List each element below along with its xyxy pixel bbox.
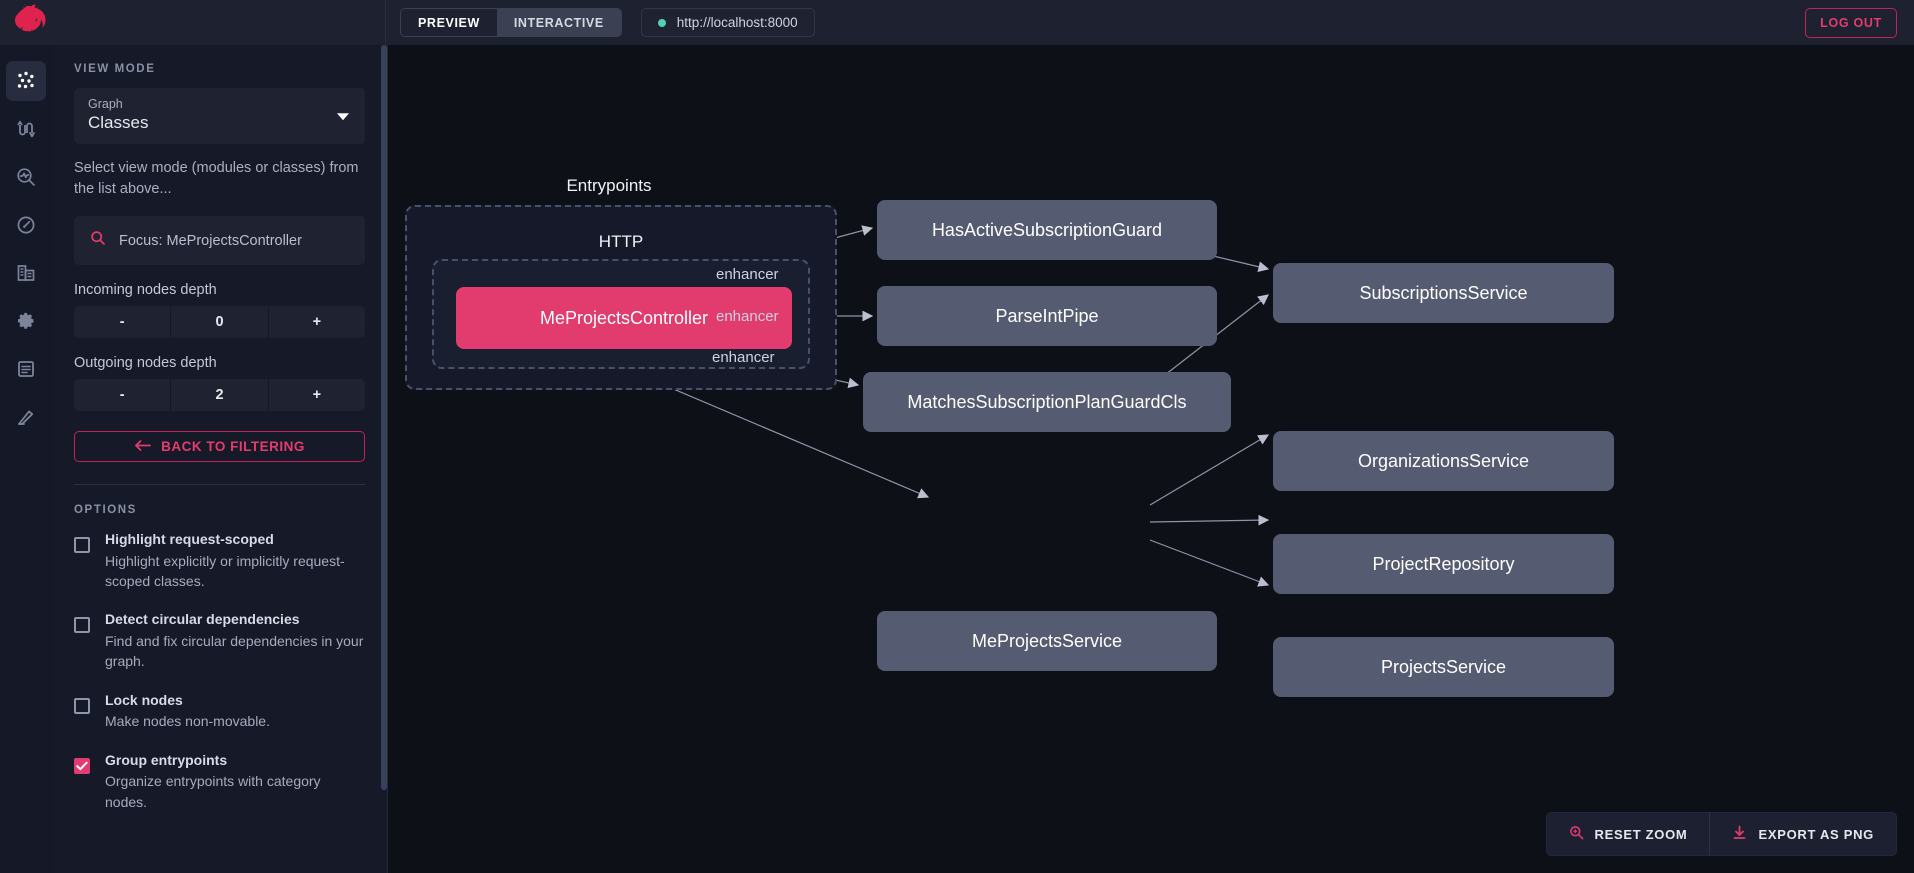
sidebar-item-routes[interactable] xyxy=(6,109,46,149)
panel-right-border xyxy=(387,45,388,873)
canvas-controls: RESET ZOOM EXPORT AS PNG xyxy=(1545,812,1897,856)
left-panel: VIEW MODE Graph Classes Select view mode… xyxy=(52,45,387,873)
chevron-down-icon[interactable] xyxy=(337,113,349,121)
nestjs-logo-icon xyxy=(10,2,50,43)
incoming-depth-label: Incoming nodes depth xyxy=(74,282,217,299)
outgoing-depth-minus[interactable]: - xyxy=(119,387,125,404)
top-bar: PREVIEW INTERACTIVE http://localhost:800… xyxy=(0,0,1914,45)
edge-label-enhancer-1: enhancer xyxy=(716,266,779,283)
zoom-reset-icon xyxy=(1569,825,1584,843)
graph-node-meprojectscontroller[interactable]: MeProjectsController xyxy=(456,287,792,349)
outgoing-depth-label: Outgoing nodes depth xyxy=(74,355,217,372)
icon-rail xyxy=(0,45,52,873)
focus-input[interactable]: Focus: MeProjectsController xyxy=(74,216,365,266)
option-title: Group entrypoints xyxy=(105,751,228,768)
graph-node-projectrepository[interactable]: ProjectRepository xyxy=(1273,534,1614,594)
group-caption-http: HTTP xyxy=(598,232,644,251)
options-heading: OPTIONS xyxy=(74,504,137,517)
option-title: Detect circular dependencies xyxy=(105,611,300,628)
graph-select-value: Classes xyxy=(88,113,149,132)
graph-icon xyxy=(15,70,37,92)
sidebar-item-logs[interactable] xyxy=(6,349,46,389)
focus-value: Focus: MeProjectsController xyxy=(119,232,302,249)
performance-icon xyxy=(15,214,37,236)
checkbox-highlight-request-scoped[interactable] xyxy=(74,537,90,554)
graph-node-parseintpipe[interactable]: ParseIntPipe xyxy=(877,286,1217,346)
back-to-filtering-button[interactable]: BACK TO FILTERING xyxy=(74,431,365,463)
tab-preview[interactable]: PREVIEW xyxy=(401,9,497,36)
checkbox-detect-circular-dependencies[interactable] xyxy=(74,617,90,634)
graph-node-projectsservice[interactable]: ProjectsService xyxy=(1273,637,1614,697)
logs-icon xyxy=(15,358,37,380)
url-text: http://localhost:8000 xyxy=(676,15,798,30)
incoming-depth-plus[interactable]: + xyxy=(267,306,365,339)
panel-divider xyxy=(74,484,365,486)
gear-icon xyxy=(15,310,37,332)
incoming-depth-minus[interactable]: - xyxy=(119,314,125,331)
edge-label-enhancer-3: enhancer xyxy=(712,349,775,366)
sidebar-item-graph[interactable] xyxy=(6,61,46,101)
sidebar-item-performance[interactable] xyxy=(6,205,46,245)
reset-zoom-button[interactable]: RESET ZOOM xyxy=(1547,813,1710,855)
graph-node-meprojectsservice[interactable]: MeProjectsService xyxy=(877,611,1217,671)
sidebar-item-modules[interactable] xyxy=(6,253,46,293)
logout-button[interactable]: LOG OUT xyxy=(1805,7,1897,38)
left-panel-content: VIEW MODE Graph Classes Select view mode… xyxy=(52,45,387,812)
bootstrap-analysis-icon xyxy=(15,166,37,188)
reset-zoom-label: RESET ZOOM xyxy=(1594,826,1688,842)
outgoing-depth-value: 2 xyxy=(170,379,267,412)
export-png-button[interactable]: EXPORT AS PNG xyxy=(1709,813,1896,855)
group-caption-entrypoints: Entrypoints xyxy=(566,176,652,195)
option-highlight-request-scoped[interactable]: Highlight request-scoped Highlight expli… xyxy=(74,529,365,591)
graph-node-organizationsservice[interactable]: OrganizationsService xyxy=(1273,431,1614,491)
download-icon xyxy=(1732,825,1747,843)
option-desc: Make nodes non-movable. xyxy=(105,713,270,730)
graph-select-label: Graph xyxy=(88,97,123,111)
option-lock-nodes[interactable]: Lock nodes Make nodes non-movable. xyxy=(74,690,365,732)
graph-select[interactable]: Graph Classes xyxy=(74,88,365,144)
sidebar-item-bootstrap-analysis[interactable] xyxy=(6,157,46,197)
outgoing-depth-plus[interactable]: + xyxy=(267,379,365,412)
sidebar-item-audit[interactable] xyxy=(6,397,46,437)
export-png-label: EXPORT AS PNG xyxy=(1758,826,1874,842)
search-icon xyxy=(90,230,106,251)
url-indicator[interactable]: http://localhost:8000 xyxy=(640,8,815,37)
option-title: Highlight request-scoped xyxy=(105,531,274,548)
arrow-left-icon xyxy=(134,439,151,454)
app-logo xyxy=(0,0,386,45)
option-desc: Find and fix circular dependencies in yo… xyxy=(105,633,364,670)
graph-node-subscriptionsservice[interactable]: SubscriptionsService xyxy=(1273,263,1614,323)
incoming-depth-value: 0 xyxy=(170,306,267,339)
incoming-depth-stepper[interactable]: - 0 + xyxy=(74,306,365,339)
audit-icon xyxy=(15,406,37,428)
connection-status-dot xyxy=(657,18,666,27)
view-mode-heading: VIEW MODE xyxy=(74,63,156,75)
top-bar-center: PREVIEW INTERACTIVE http://localhost:800… xyxy=(386,8,1805,37)
view-mode-toggle[interactable]: PREVIEW INTERACTIVE xyxy=(400,8,622,37)
option-desc: Highlight explicitly or implicitly reque… xyxy=(105,552,345,590)
graph-node-hasactivesubscriptionguard[interactable]: HasActiveSubscriptionGuard xyxy=(877,200,1217,260)
graph-edges xyxy=(597,225,1270,587)
panel-scrollbar-thumb[interactable] xyxy=(381,45,387,790)
option-desc: Organize entrypoints with category nodes… xyxy=(105,773,321,810)
view-mode-hint: Select view mode (modules or classes) fr… xyxy=(74,160,359,198)
modules-icon xyxy=(15,262,37,284)
option-detect-circular-dependencies[interactable]: Detect circular dependencies Find and fi… xyxy=(74,609,365,671)
edge-label-enhancer-2: enhancer xyxy=(716,308,779,325)
option-title: Lock nodes xyxy=(105,691,183,708)
option-group-entrypoints[interactable]: Group entrypoints Organize entrypoints w… xyxy=(74,750,365,812)
checkbox-group-entrypoints[interactable] xyxy=(74,757,90,774)
routes-icon xyxy=(15,118,37,140)
graph-node-matchessubscriptionplanguardcls[interactable]: MatchesSubscriptionPlanGuardCls xyxy=(863,372,1231,432)
sidebar-item-settings[interactable] xyxy=(6,301,46,341)
checkbox-lock-nodes[interactable] xyxy=(74,697,90,714)
graph-canvas[interactable]: Entrypoints HTTP MeProjectsController en… xyxy=(388,45,1914,873)
outgoing-depth-stepper[interactable]: - 2 + xyxy=(74,379,365,412)
back-to-filtering-label: BACK TO FILTERING xyxy=(161,439,305,455)
tab-interactive[interactable]: INTERACTIVE xyxy=(496,9,621,36)
